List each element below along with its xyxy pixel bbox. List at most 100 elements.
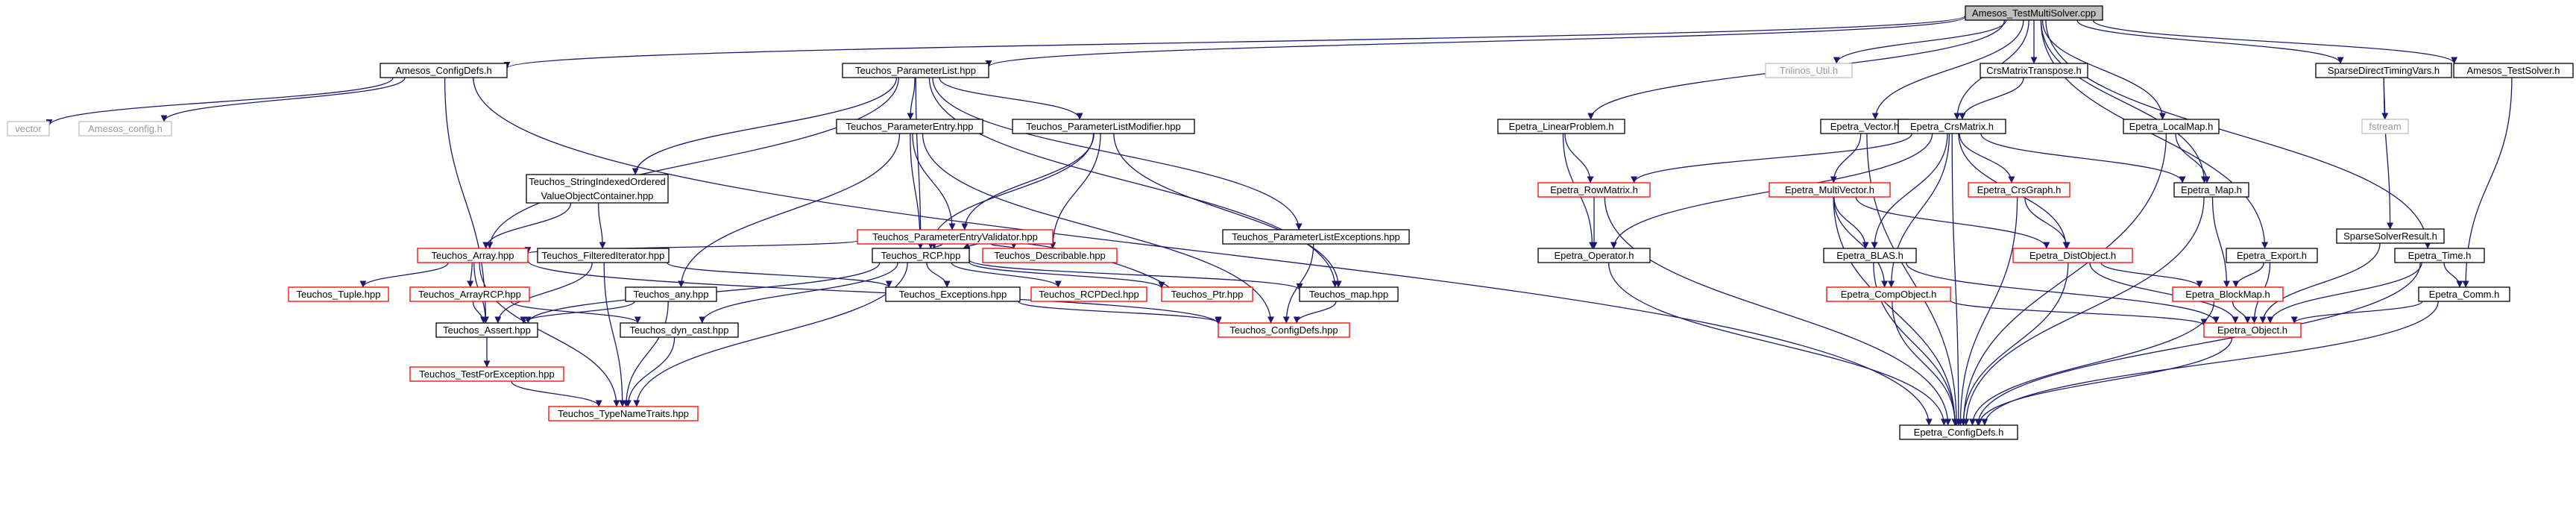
- node-ple[interactable]: Teuchos_ParameterListExceptions.hpp: [1222, 229, 1410, 245]
- node-box-plm: [1012, 119, 1195, 134]
- edge-root-to-evector: [1871, 19, 2024, 120]
- node-label-evector: Epetra_Vector.h: [1830, 121, 1900, 132]
- node-label-operator: Epetra_Operator.h: [1555, 250, 1634, 261]
- node-box-emap: [2173, 182, 2249, 198]
- node-econfigdefs[interactable]: Epetra_ConfigDefs.h: [1899, 424, 2018, 440]
- node-pl[interactable]: Teuchos_ParameterList.hpp: [842, 63, 989, 78]
- node-describable[interactable]: Teuchos_Describable.hpp: [982, 248, 1118, 263]
- node-label-describable: Teuchos_Describable.hpp: [994, 250, 1106, 261]
- edge-ssr-to-eobject: [2259, 242, 2381, 324]
- node-distobject[interactable]: Epetra_DistObject.h: [2012, 248, 2133, 263]
- node-label-rcp: Teuchos_RCP.hpp: [881, 250, 961, 261]
- node-multivector[interactable]: Epetra_MultiVector.h: [1769, 182, 1891, 198]
- node-amesos_config[interactable]: Amesos_config.h: [78, 121, 172, 137]
- node-assert[interactable]: Teuchos_Assert.hpp: [435, 322, 538, 338]
- edge-map-to-tconfigdefs: [1293, 301, 1337, 324]
- node-label-exceptions: Teuchos_Exceptions.hpp: [899, 289, 1007, 300]
- node-box-sdtv: [2315, 63, 2452, 78]
- node-box-crsgraph: [1968, 182, 2070, 198]
- edge-sdtv-to-ssr: [2383, 77, 2394, 230]
- node-box-arrayrcp: [409, 286, 530, 302]
- node-crsgraph[interactable]: Epetra_CrsGraph.h: [1968, 182, 2070, 198]
- node-dyncast[interactable]: Teuchos_dyn_cast.hpp: [620, 322, 739, 338]
- edge-multivector-to-blas: [1833, 196, 1869, 249]
- edge-distobject-to-eobject: [2089, 262, 2239, 324]
- node-tnt[interactable]: Teuchos_TypeNameTraits.hpp: [548, 406, 699, 421]
- node-box-array: [417, 248, 529, 263]
- edge-pev-to-rcp: [930, 242, 943, 249]
- node-vector[interactable]: vector: [7, 121, 50, 137]
- node-trilinos_util[interactable]: Trilinos_Util.h: [1765, 63, 1853, 78]
- node-amesos_ts[interactable]: Amesos_TestSolver.h: [2453, 63, 2574, 78]
- node-label-arrayrcp: Teuchos_ArrayRCP.hpp: [418, 289, 521, 300]
- edge-lp-to-rowmatrix: [1564, 133, 1594, 184]
- node-ptr[interactable]: Teuchos_Ptr.hpp: [1161, 286, 1253, 302]
- node-comm[interactable]: Epetra_Comm.h: [2418, 286, 2510, 302]
- node-plm[interactable]: Teuchos_ParameterListModifier.hpp: [1012, 119, 1195, 134]
- node-blas[interactable]: Epetra_BLAS.h: [1823, 248, 1917, 263]
- node-tfe[interactable]: Teuchos_TestForException.hpp: [409, 366, 564, 382]
- node-label-sio: ValueObjectContainer.hpp: [541, 190, 654, 201]
- node-crsmt[interactable]: CrsMatrixTranspose.h: [1980, 63, 2088, 78]
- node-eobject[interactable]: Epetra_Object.h: [2203, 322, 2302, 338]
- node-pe[interactable]: Teuchos_ParameterEntry.hpp: [836, 119, 983, 134]
- node-box-lp: [1497, 119, 1625, 134]
- edge-pev-to-describable: [990, 242, 1018, 249]
- node-tconfigdefs[interactable]: Teuchos_ConfigDefs.hpp: [1218, 322, 1350, 338]
- node-compobject[interactable]: Epetra_CompObject.h: [1826, 286, 1951, 302]
- node-localmap[interactable]: Epetra_LocalMap.h: [2123, 119, 2220, 134]
- edge-crsgraph-to-econfigdefs: [1956, 196, 2018, 426]
- edge-root-to-pl: [985, 16, 1966, 68]
- node-rcpdecl[interactable]: Teuchos_RCPDecl.hpp: [1030, 286, 1147, 302]
- node-label-rowmatrix: Epetra_RowMatrix.h: [1550, 184, 1638, 195]
- node-box-describable: [982, 248, 1118, 263]
- node-fi[interactable]: Teuchos_FilteredIterator.hpp: [537, 248, 670, 263]
- node-amesos_configdefs[interactable]: Amesos_ConfigDefs.h: [380, 63, 508, 78]
- node-box-vector: [7, 121, 50, 137]
- edge-crsmatrix-to-compobject: [1888, 133, 1950, 288]
- node-tuple[interactable]: Teuchos_Tuple.hpp: [288, 286, 389, 302]
- edge-fi-to-tnt: [603, 262, 626, 407]
- node-emap[interactable]: Epetra_Map.h: [2173, 182, 2249, 198]
- node-rowmatrix[interactable]: Epetra_RowMatrix.h: [1537, 182, 1651, 198]
- edge-crsmatrix-to-rowmatrix: [1631, 133, 1912, 184]
- edge-eobject-to-econfigdefs: [1975, 336, 2233, 426]
- node-ssr[interactable]: SparseSolverResult.h: [2336, 228, 2445, 244]
- edge-etime-to-econfigdefs: [1974, 262, 2421, 426]
- node-label-etime: Epetra_Time.h: [2408, 250, 2472, 261]
- node-label-tconfigdefs: Teuchos_ConfigDefs.hpp: [1229, 324, 1338, 336]
- node-evector[interactable]: Epetra_Vector.h: [1820, 119, 1909, 134]
- edge-pl-to-ple: [932, 77, 1303, 230]
- node-crsmatrix[interactable]: Epetra_CrsMatrix.h: [1898, 119, 2006, 134]
- node-label-blockmap: Epetra_BlockMap.h: [2185, 289, 2270, 300]
- node-sdtv[interactable]: SparseDirectTimingVars.h: [2315, 63, 2452, 78]
- node-arrayrcp[interactable]: Teuchos_ArrayRCP.hpp: [409, 286, 530, 302]
- node-map[interactable]: Teuchos_map.hpp: [1299, 286, 1399, 302]
- node-box-rcp: [872, 248, 970, 263]
- edge-fi-to-assert: [494, 262, 593, 324]
- node-pev[interactable]: Teuchos_ParameterEntryValidator.hpp: [857, 229, 1054, 245]
- node-root[interactable]: Amesos_TestMultiSolver.cpp: [1965, 5, 2103, 21]
- node-etime[interactable]: Epetra_Time.h: [2394, 248, 2485, 263]
- node-blockmap[interactable]: Epetra_BlockMap.h: [2172, 286, 2284, 302]
- edge-rcp-to-ptr: [969, 261, 1165, 289]
- header-file-nodes: Amesos_TestMultiSolver.cppAmesos_ConfigD…: [7, 5, 2574, 440]
- node-box-eobject: [2203, 322, 2302, 338]
- node-lp[interactable]: Epetra_LinearProblem.h: [1497, 119, 1625, 134]
- node-box-econfigdefs: [1899, 424, 2018, 440]
- node-sio[interactable]: Teuchos_StringIndexedOrderedValueObjectC…: [526, 174, 669, 204]
- node-export[interactable]: Epetra_Export.h: [2226, 248, 2318, 263]
- node-box-distobject: [2012, 248, 2133, 263]
- node-array[interactable]: Teuchos_Array.hpp: [417, 248, 529, 263]
- node-box-tconfigdefs: [1218, 322, 1350, 338]
- node-any[interactable]: Teuchos_any.hpp: [625, 286, 717, 302]
- node-label-assert: Teuchos_Assert.hpp: [443, 324, 531, 336]
- node-label-amesos_ts: Amesos_TestSolver.h: [2466, 65, 2560, 76]
- edge-compobject-to-econfigdefs: [1892, 301, 1959, 426]
- edge-multivector-to-econfigdefs: [1833, 196, 1959, 426]
- node-exceptions[interactable]: Teuchos_Exceptions.hpp: [885, 286, 1021, 302]
- node-fstream[interactable]: fstream: [2361, 119, 2409, 134]
- edge-exceptions-to-tconfigdefs: [1018, 301, 1222, 324]
- node-operator[interactable]: Epetra_Operator.h: [1537, 248, 1651, 263]
- node-rcp[interactable]: Teuchos_RCP.hpp: [872, 248, 970, 263]
